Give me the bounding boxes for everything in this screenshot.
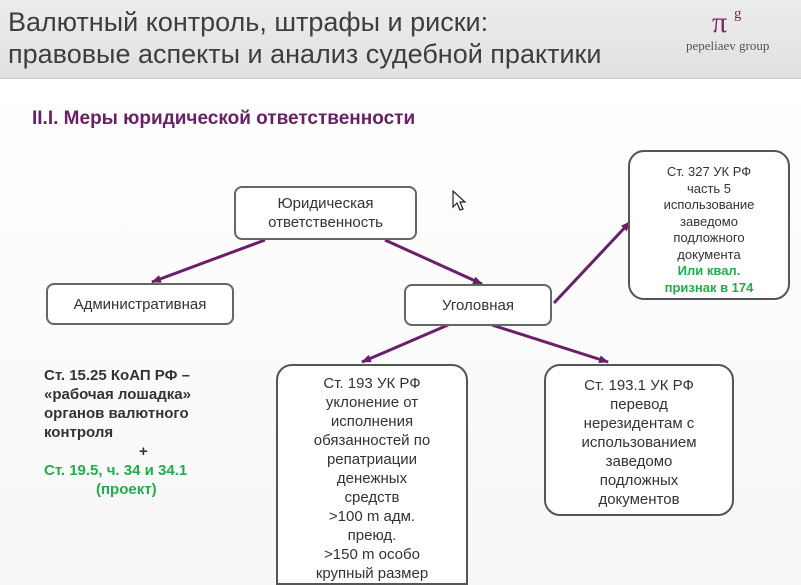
node-administrative: Административная — [46, 283, 234, 325]
art327-green-line: Или квал. — [677, 263, 741, 278]
logo-text: pepeliaev group — [686, 38, 770, 53]
arrow-criminal-to-327 — [552, 220, 632, 305]
admin-note-line: контроля — [44, 424, 114, 441]
art193-line: >150 m особо — [324, 546, 420, 563]
art193-line: >100 m адм. — [328, 508, 416, 525]
art327-line: документа — [677, 246, 741, 262]
admin-note: Ст. 15.25 КоАП РФ – «рабочая лошадка» ор… — [44, 366, 191, 499]
node-root-line: Юридическая — [277, 195, 374, 212]
art193-line: обязанностей по — [313, 432, 431, 449]
arrow-criminal-to-193 — [361, 323, 449, 364]
company-logo: π g pepeliaev group — [684, 6, 792, 58]
art193-line: Ст. 193 УК РФ — [323, 375, 421, 392]
art193-line: денежных — [336, 470, 408, 487]
node-root-line: ответственность — [268, 214, 383, 231]
section-title: II.I. Меры юридической ответственности — [32, 108, 416, 129]
admin-note-plus: + — [139, 443, 148, 460]
node-criminal: Уголовная — [404, 284, 552, 326]
title-line-2: правовые аспекты и анализ судебной практ… — [8, 39, 602, 69]
art1931-line: документов — [598, 491, 680, 508]
arrow-criminal-to-1931 — [491, 323, 609, 364]
art1931-line: перевод — [610, 396, 668, 413]
arrow-root-to-criminal — [384, 238, 483, 286]
art327-line: часть 5 — [686, 180, 732, 196]
art193-line: средств — [344, 489, 400, 506]
art1931-line: Ст. 193.1 УК РФ — [584, 377, 694, 394]
art327-line: заведомо — [680, 213, 738, 229]
admin-note-line: органов валютного — [44, 405, 189, 422]
art1931-line: заведомо — [605, 453, 673, 470]
art193-line: репатриации — [326, 451, 418, 468]
art193-line: исполнения — [330, 413, 414, 430]
logo-superscript: g — [734, 6, 742, 22]
art193-line: преюд. — [347, 527, 397, 544]
node-art-193-1: Ст. 193.1 УК РФ перевод нерезидентам с и… — [544, 364, 734, 516]
slide-header: Валютный контроль, штрафы и риски: право… — [0, 0, 801, 79]
art1931-line: нерезидентам с — [583, 415, 695, 432]
art327-line: подложного — [673, 230, 745, 245]
arrow-root-to-admin — [151, 238, 266, 284]
art327-line: использование — [663, 197, 755, 212]
admin-note-line: Ст. 15.25 КоАП РФ – — [44, 367, 190, 384]
logo-pi-symbol: π — [712, 6, 728, 39]
node-criminal-label: Уголовная — [442, 296, 514, 314]
art327-line: Ст. 327 УК РФ — [666, 164, 752, 179]
art193-line: крупный размер — [315, 565, 429, 582]
admin-note-green-line: Ст. 19.5, ч. 34 и 34.1 — [44, 462, 188, 479]
mouse-pointer-icon — [452, 190, 467, 211]
node-admin-label: Административная — [73, 295, 207, 313]
art193-line: уклонение от — [325, 394, 419, 411]
art1931-line: подложных — [599, 472, 679, 489]
slide-title: Валютный контроль, штрафы и риски: право… — [8, 6, 601, 70]
admin-note-green-line: (проект) — [96, 481, 157, 498]
node-art-327: Ст. 327 УК РФ часть 5 использование заве… — [628, 150, 790, 300]
title-line-1: Валютный контроль, штрафы и риски: — [8, 7, 489, 37]
node-art-193: Ст. 193 УК РФ уклонение от исполнения об… — [276, 364, 468, 585]
art1931-line: использованием — [581, 434, 697, 451]
node-legal-liability: Юридическая ответственность — [234, 186, 417, 240]
admin-note-line: «рабочая лошадка» — [44, 386, 191, 403]
art327-green-line: признак в 174 — [664, 279, 754, 295]
